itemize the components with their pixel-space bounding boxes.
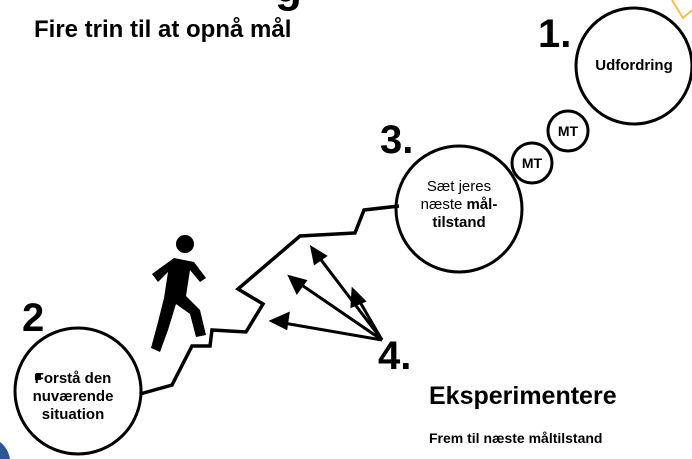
step-number-4: 4.	[378, 334, 412, 378]
circle-target	[394, 144, 524, 274]
experiment-subtext: Frem til næste måltilstand	[429, 430, 603, 446]
title-partial: g	[275, 0, 302, 10]
target-label-line2: næste mål-	[402, 196, 516, 214]
milestone-mt-top: MT	[557, 123, 579, 139]
current-label-line3: situation	[41, 406, 105, 423]
corner-blue-shape	[0, 442, 10, 459]
circle-mt-small-top	[546, 109, 590, 153]
target-label: Sæt jeres næste mål- tilstand	[402, 178, 516, 232]
milestone-mt-bottom: MT	[521, 155, 543, 171]
step-number-3: 3.	[380, 118, 414, 162]
step-number-1: 1.	[538, 12, 572, 56]
challenge-label: Udfordring	[595, 57, 673, 74]
current-label: Forstå den nuværende situation	[2, 370, 144, 424]
progress-path	[139, 204, 400, 396]
experiment-arrows	[268, 244, 384, 342]
page-title: Fire trin til at opnå mål	[34, 16, 292, 43]
target-label-line2-plain: næste	[420, 196, 467, 213]
experiment-heading: Eksperimentere	[429, 382, 617, 410]
target-label-line2-bold: mål-	[466, 196, 498, 213]
target-label-line3: tilstand	[432, 214, 486, 231]
circle-current	[13, 326, 143, 456]
target-label-line1: Sæt jeres	[426, 178, 492, 195]
circle-mt-small-bottom	[510, 141, 554, 185]
current-label-line2: nuværende	[32, 388, 114, 405]
corner-accent-shape	[671, 0, 692, 20]
step-number-2: 2	[22, 296, 45, 340]
circle-udfordring	[574, 6, 692, 126]
current-label-line1: Forstå den	[34, 370, 112, 387]
runner-icon	[151, 235, 206, 352]
bullet-mark	[35, 374, 41, 380]
